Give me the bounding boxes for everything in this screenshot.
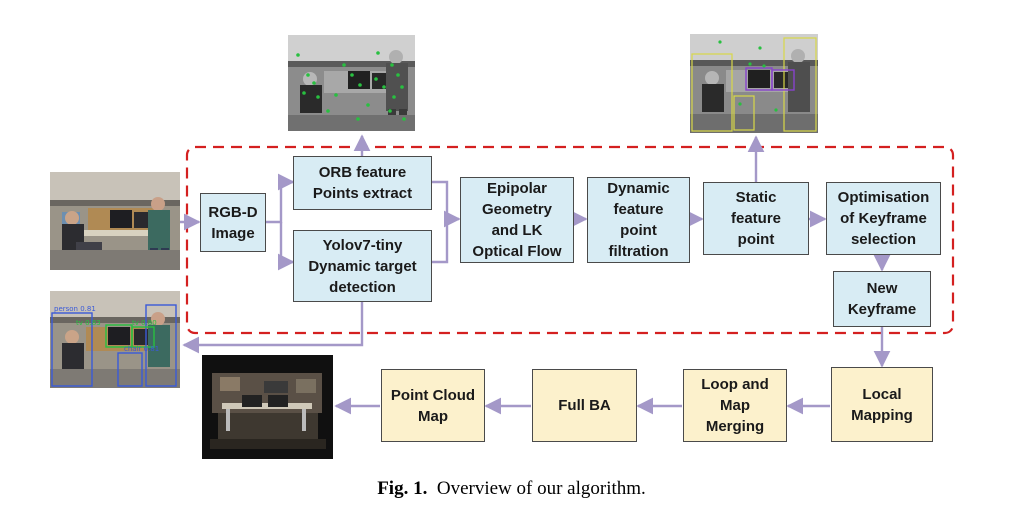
keyframe-optimisation-box: Optimisation of Keyframe selection [826, 182, 941, 255]
detection-label-person: person 0.81 [54, 305, 96, 313]
rgbd-image-box: RGB-D Image [200, 193, 266, 252]
arrow-orb-to-epipolar [432, 180, 449, 219]
arrow-yolo-to-detection-photo [182, 302, 364, 354]
dynamic-filtration-box: Dynamic feature point filtration [587, 177, 690, 263]
figure-caption-label: Fig. 1. [377, 478, 428, 499]
point-cloud-map-box: Point Cloud Map [381, 369, 485, 442]
full-ba-box: Full BA [532, 369, 637, 442]
yolo-detection-box: Yolov7-tiny Dynamic target detection [293, 230, 432, 302]
static-feature-photo [690, 34, 818, 133]
orb-feature-photo [288, 35, 415, 131]
loop-map-merging-box: Loop and Map Merging [683, 369, 787, 442]
epipolar-lk-box: Epipolar Geometry and LK Optical Flow [460, 177, 574, 263]
detection-label-tv-1: tv 0.83 [76, 319, 101, 327]
arrow-rgbd-to-yolo [277, 222, 295, 271]
orb-feature-extract-box: ORB feature Points extract [293, 156, 432, 210]
point-cloud-map-photo [202, 355, 333, 459]
local-mapping-box: Local Mapping [831, 367, 933, 442]
detection-label-chair: chair 0.81 [124, 345, 159, 353]
new-keyframe-box: New Keyframe [833, 271, 931, 327]
static-feature-point-box: Static feature point [703, 182, 809, 255]
figure-caption-text: Overview of our algorithm. [436, 478, 646, 499]
frontend-dashed-region [185, 145, 955, 335]
input-rgb-photo [50, 172, 180, 270]
detection-result-photo: person 0.81 tv 0.83 tv 0.80 chair 0.81 [50, 291, 180, 388]
arrow-yolo-to-epipolar [432, 210, 461, 264]
arrow-rgbd-to-orb [266, 173, 295, 224]
figure-caption: Fig. 1. Overview of our algorithm. [0, 478, 1023, 500]
detection-label-tv-2: tv 0.80 [132, 319, 157, 327]
